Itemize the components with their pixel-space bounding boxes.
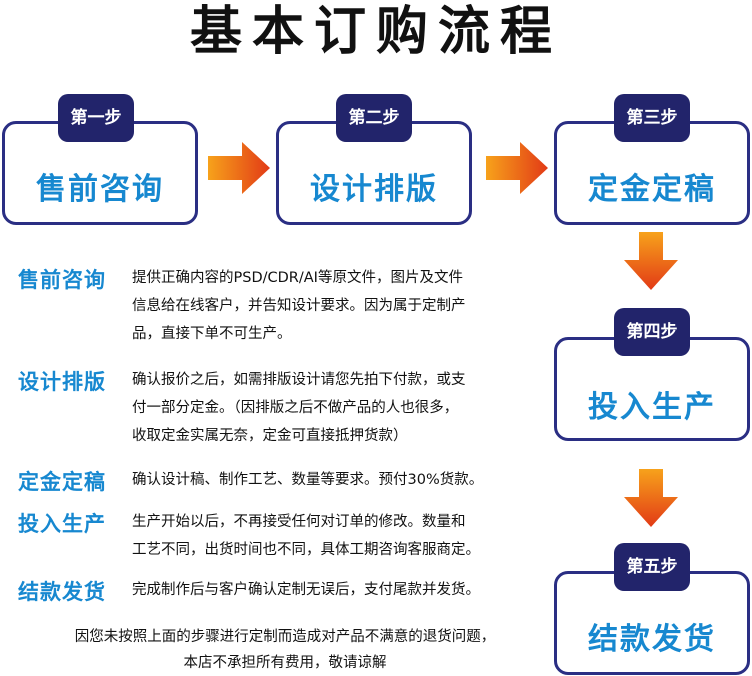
description-text: 确认设计稿、制作工艺、数量等要求。预付30%货款。 <box>132 472 484 488</box>
arrow-right-icon <box>208 142 270 194</box>
step-badge-5: 第五步 <box>614 543 690 591</box>
step-name-2: 设计排版 <box>310 172 438 207</box>
page-title: 基本订购流程 <box>189 2 562 62</box>
step-box-3: 定金定稿 <box>554 121 750 225</box>
description-delivery: 结款发货 完成制作后与客户确认定制无误后，支付尾款并发货。 <box>18 576 548 604</box>
step-badge-4: 第四步 <box>614 308 690 356</box>
arrow-down-icon <box>624 232 678 290</box>
description-text: 提供正确内容的PSD/CDR/AI等原文件，图片及文件 信息给在线客户，并告知设… <box>132 270 466 342</box>
description-label: 设计排版 <box>18 370 106 394</box>
step-badge-2: 第二步 <box>336 94 412 142</box>
description-design: 设计排版 确认报价之后，如需排版设计请您先拍下付款，或支 付一部分定金。（因排版… <box>18 366 548 450</box>
step-badge-1: 第一步 <box>58 94 134 142</box>
arrow-right-icon <box>486 142 548 194</box>
description-presale: 售前咨询 提供正确内容的PSD/CDR/AI等原文件，图片及文件 信息给在线客户… <box>18 264 548 348</box>
description-production: 投入生产 生产开始以后，不再接受任何对订单的修改。数量和 工艺不同，出货时间也不… <box>18 508 548 564</box>
disclaimer-line-2: 本店不承担所有费用，敬请谅解 <box>183 655 387 671</box>
description-label: 投入生产 <box>18 512 106 536</box>
disclaimer-note: 因您未按照上面的步骤进行定制而造成对产品不满意的退货问题， 本店不承担所有费用，… <box>20 624 550 676</box>
description-label: 定金定稿 <box>18 470 106 494</box>
step-name-3: 定金定稿 <box>588 172 716 207</box>
step-name-5: 结款发货 <box>588 622 716 657</box>
description-label: 结款发货 <box>18 580 106 604</box>
disclaimer-line-1: 因您未按照上面的步骤进行定制而造成对产品不满意的退货问题， <box>74 629 496 645</box>
step-name-4: 投入生产 <box>588 390 716 425</box>
step-badge-3: 第三步 <box>614 94 690 142</box>
arrow-down-icon <box>624 469 678 527</box>
description-deposit: 定金定稿 确认设计稿、制作工艺、数量等要求。预付30%货款。 <box>18 466 548 494</box>
description-text: 完成制作后与客户确认定制无误后，支付尾款并发货。 <box>132 582 480 598</box>
description-label: 售前咨询 <box>18 268 106 292</box>
description-text: 生产开始以后，不再接受任何对订单的修改。数量和 工艺不同，出货时间也不同，具体工… <box>132 514 480 558</box>
description-text: 确认报价之后，如需排版设计请您先拍下付款，或支 付一部分定金。（因排版之后不做产… <box>132 372 466 444</box>
step-name-1: 售前咨询 <box>36 172 164 207</box>
